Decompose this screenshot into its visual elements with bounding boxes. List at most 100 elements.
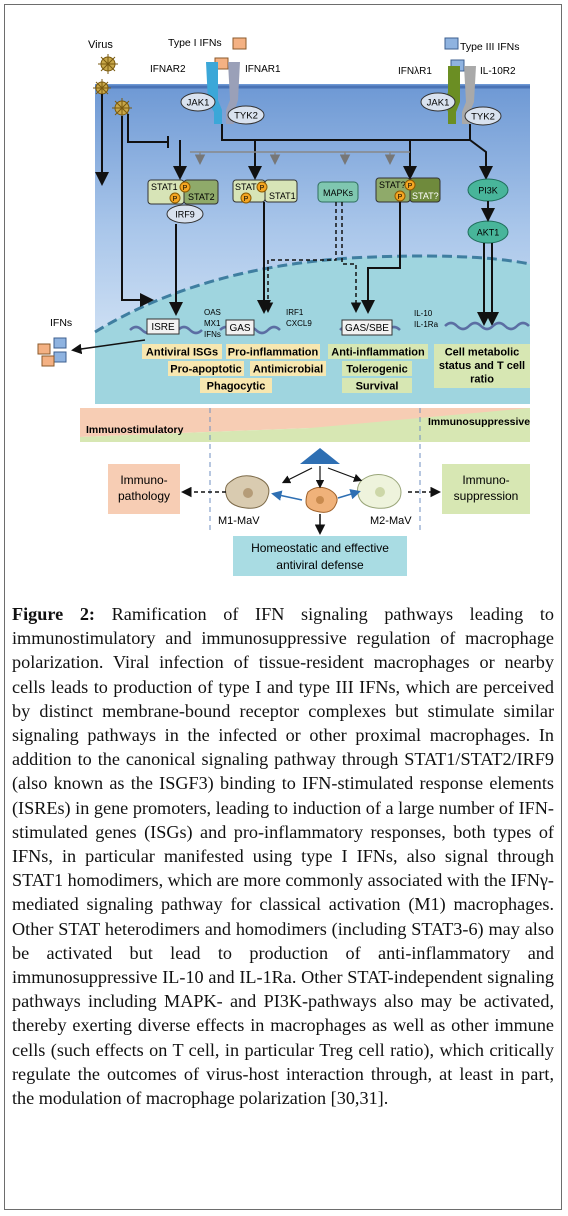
tolerogenic-label: Tolerogenic bbox=[346, 364, 408, 376]
stat1-homodimer: STAT1 STAT1 P P bbox=[232, 179, 298, 204]
survival-label: Survival bbox=[356, 381, 399, 393]
il10r2-receptor bbox=[462, 66, 476, 124]
m1-macrophage-icon bbox=[225, 475, 270, 509]
ifns-output-label: IFNs bbox=[50, 317, 72, 329]
virus-arrows bbox=[95, 94, 169, 307]
ifns-output-icon bbox=[37, 337, 67, 367]
tyk2-left-label: TYK2 bbox=[234, 111, 258, 122]
stat2-label: STAT2 bbox=[188, 192, 215, 202]
mapk-dashed-arrows bbox=[262, 202, 362, 313]
jak1-left bbox=[180, 92, 216, 112]
immunopathology-box bbox=[108, 464, 180, 514]
anti-inflammation-label: Anti-inflammation bbox=[331, 347, 425, 359]
p-label-1: P bbox=[183, 185, 188, 192]
tyk2-right-label: TYK2 bbox=[471, 112, 495, 123]
homeostatic-box bbox=[233, 536, 407, 576]
m1-mav-label: M1-MaV bbox=[218, 515, 260, 527]
mapks-box bbox=[317, 181, 359, 203]
pro-inflammation-label: Pro-inflammation bbox=[228, 347, 319, 359]
akt1-label: AKT1 bbox=[477, 228, 500, 238]
m2-mav-label: M2-MaV bbox=[370, 515, 412, 527]
homeostatic-line1: Homeostatic and effective bbox=[251, 541, 389, 555]
jak1-left-label: JAK1 bbox=[187, 98, 210, 109]
immunostimulatory-label: Immunostimulatory bbox=[86, 424, 184, 436]
cell-metabolic-line3: ratio bbox=[470, 374, 494, 386]
jak1-right-label: JAK1 bbox=[427, 98, 450, 109]
homeostatic-line2: antiviral defense bbox=[276, 558, 364, 572]
il10-label: IL-10 bbox=[414, 309, 433, 318]
isre-box bbox=[146, 318, 180, 335]
ifns-small-label: IFNs bbox=[204, 330, 221, 339]
m0-macrophage-icon bbox=[305, 486, 338, 513]
immunosuppressive-label: Immunosuppressive bbox=[428, 416, 530, 428]
figure-frame bbox=[4, 4, 562, 1210]
p-label-2: P bbox=[173, 196, 178, 203]
m2-macrophage-icon bbox=[357, 474, 402, 509]
p-label-4: P bbox=[244, 196, 249, 203]
pathway-diagram-svg: Virus Type I IFNs IFNAR2 IFNAR1 Type III… bbox=[37, 37, 531, 576]
ifnlr1-label: IFNλR1 bbox=[398, 66, 432, 77]
il10r2-label: IL-10R2 bbox=[480, 66, 516, 77]
pro-apoptotic-label: Pro-apoptotic bbox=[170, 364, 242, 376]
mx1-label: MX1 bbox=[204, 319, 221, 328]
stat-unknown-dimer: STAT? STAT? P P bbox=[375, 177, 441, 203]
antiviral-isgs-label: Antiviral ISGs bbox=[146, 347, 218, 359]
signal-arrows bbox=[173, 124, 493, 180]
balance-triangle bbox=[300, 448, 340, 464]
type1-ifn-icon bbox=[232, 37, 247, 50]
ifns-output-arrow bbox=[71, 339, 146, 355]
stat1-label-b: STAT1 bbox=[235, 182, 262, 192]
ifnar1-receptor bbox=[226, 62, 240, 124]
stat1-label-c: STAT1 bbox=[269, 191, 296, 201]
outcome-labels: Antiviral ISGs Pro-inflammation Pro-apop… bbox=[142, 344, 530, 393]
cell-metabolic-line2: status and T cell bbox=[439, 360, 525, 372]
immunosuppression-line1: Immuno- bbox=[462, 473, 509, 487]
ifnar2-label: IFNAR2 bbox=[150, 64, 186, 75]
figure-caption: Figure 2: Ramification of IFN signaling … bbox=[12, 602, 554, 1110]
stat-q-label-a: STAT? bbox=[379, 180, 406, 190]
immunosuppression-line2: suppression bbox=[454, 489, 519, 503]
virus-label: Virus bbox=[88, 39, 113, 51]
irf9-label: IRF9 bbox=[175, 210, 195, 220]
caption-label: Figure 2: bbox=[12, 604, 95, 624]
gas-sbe-label: GAS/SBE bbox=[345, 323, 389, 334]
polarization-arrows bbox=[181, 466, 441, 535]
p-label-5: P bbox=[408, 183, 413, 190]
secondary-arrows bbox=[190, 151, 410, 165]
gas-box bbox=[225, 319, 255, 336]
ifnlr1-receptor bbox=[446, 66, 460, 124]
tyk2-right bbox=[464, 106, 502, 126]
immunopathology-line1: Immuno- bbox=[120, 473, 167, 487]
type3-ifn-icon bbox=[444, 37, 459, 50]
cell-metabolic-line1: Cell metabolic bbox=[445, 347, 520, 359]
caption-text: Ramification of IFN signaling pathways l… bbox=[12, 604, 555, 1109]
nuclear-arrows bbox=[169, 202, 499, 326]
stat-q-label-b: STAT? bbox=[412, 191, 439, 201]
pi3k-label: PI3K bbox=[478, 186, 498, 196]
ifnar2-receptor bbox=[206, 62, 222, 124]
immunostimulatory-bar bbox=[80, 408, 530, 437]
oas-label: OAS bbox=[204, 308, 221, 317]
type3-ifns-label: Type III IFNs bbox=[460, 41, 520, 53]
immunosuppression-box bbox=[442, 464, 530, 514]
type1-ifns-label: Type I IFNs bbox=[168, 37, 222, 49]
il1ra-label: IL-1Ra bbox=[414, 320, 439, 329]
nuclear-envelope bbox=[94, 254, 531, 334]
phagocytic-label: Phagocytic bbox=[207, 381, 266, 393]
isre-label: ISRE bbox=[151, 322, 175, 333]
p-label-6: P bbox=[398, 194, 403, 201]
p-label-3: P bbox=[260, 185, 265, 192]
antimicrobial-label: Antimicrobial bbox=[253, 364, 323, 376]
gas-label: GAS bbox=[229, 323, 250, 334]
irf1-label: IRF1 bbox=[286, 308, 304, 317]
stat1-stat2-irf9-complex: STAT1 STAT2 P P IRF9 bbox=[147, 179, 219, 224]
jak1-right bbox=[420, 92, 456, 112]
figure-diagram: Virus Type I IFNs IFNAR2 IFNAR1 Type III… bbox=[37, 32, 531, 587]
mapks-label: MAPKs bbox=[323, 188, 354, 198]
tyk2-left bbox=[227, 105, 265, 125]
gas-sbe-box bbox=[341, 319, 393, 336]
immunosuppressive-bar bbox=[80, 408, 530, 442]
stat1-label-a: STAT1 bbox=[151, 182, 178, 192]
cxcl9-label: CXCL9 bbox=[286, 319, 312, 328]
immunopathology-line2: pathology bbox=[118, 489, 170, 503]
